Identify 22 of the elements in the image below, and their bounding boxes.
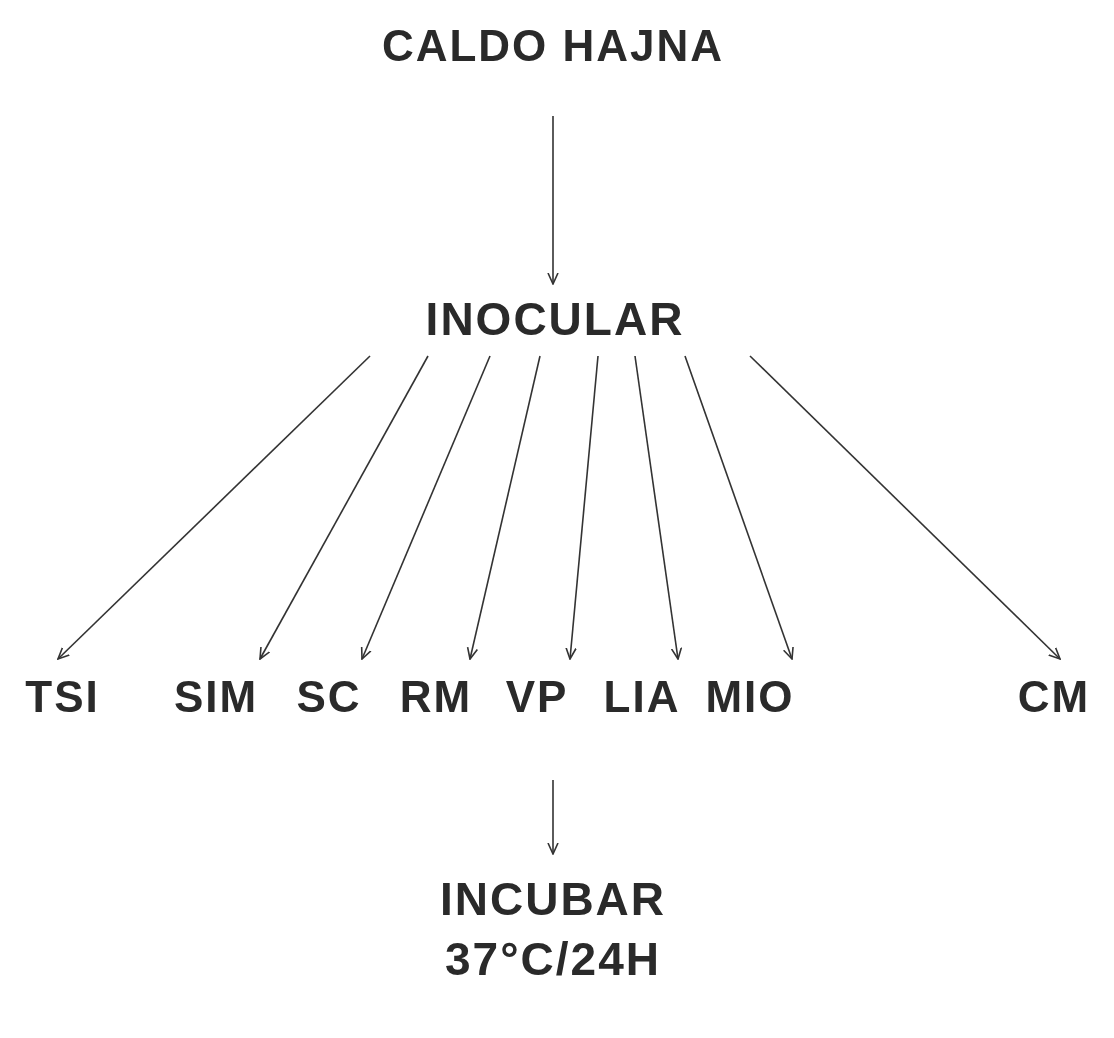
arrow: [547, 779, 559, 855]
arrow: [360, 355, 491, 660]
step-label: SC: [296, 671, 362, 724]
step-label: INCUBAR: [439, 872, 667, 928]
arrow: [259, 355, 429, 660]
step-label: CM: [1017, 671, 1091, 724]
step-label: VP: [505, 671, 569, 724]
step-label: SIM: [173, 671, 259, 724]
arrow: [57, 355, 371, 660]
arrow: [684, 355, 794, 660]
step-label: CALDO HAJNA: [381, 20, 725, 73]
arrow: [749, 355, 1061, 660]
step-label: TSI: [25, 671, 100, 724]
arrow: [466, 355, 541, 660]
step-label: 37°C/24H: [445, 932, 661, 987]
step-label: INOCULAR: [425, 292, 685, 348]
arrow: [547, 115, 559, 285]
arrow: [634, 355, 683, 660]
step-label: LIA: [603, 671, 681, 724]
step-label: MIO: [705, 671, 795, 724]
arrow: [565, 355, 599, 660]
step-label: RM: [399, 671, 473, 724]
